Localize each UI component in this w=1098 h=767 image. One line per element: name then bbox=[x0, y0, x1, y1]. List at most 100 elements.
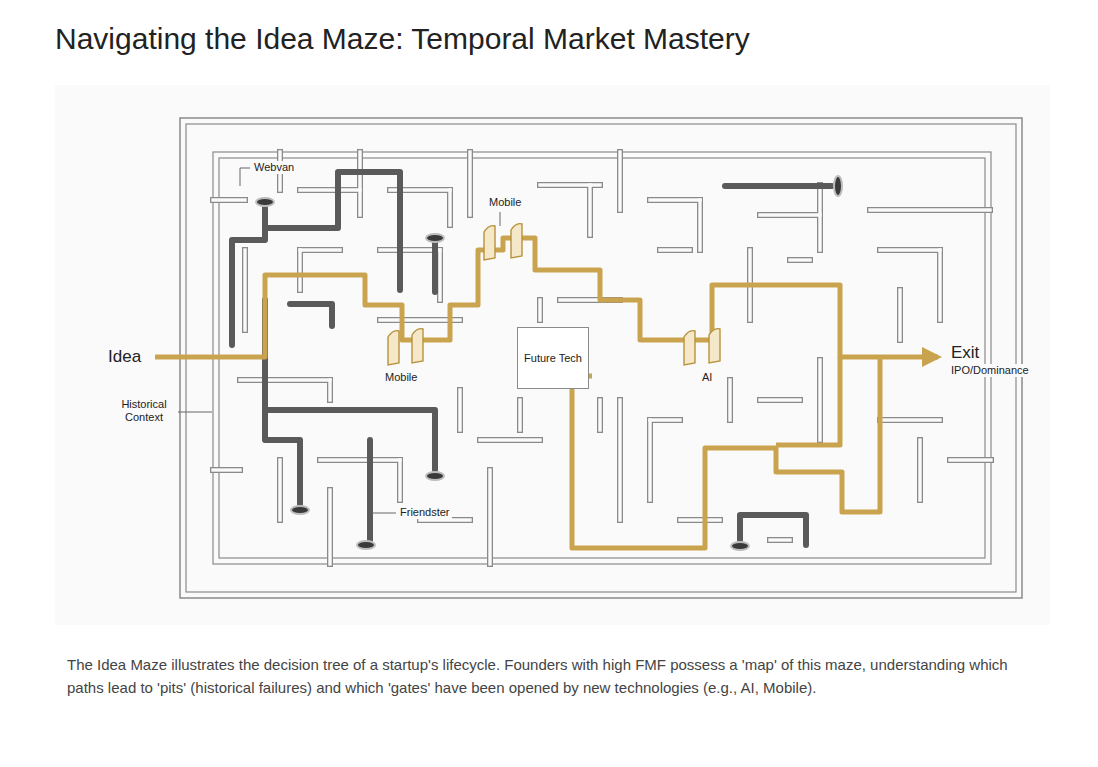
maze-wall bbox=[618, 152, 621, 210]
maze-wall bbox=[698, 200, 701, 250]
maze-wall bbox=[300, 248, 340, 251]
pit bbox=[291, 506, 309, 514]
gate bbox=[511, 224, 522, 258]
maze-wall bbox=[298, 250, 301, 290]
maze-wall bbox=[598, 400, 601, 430]
maze-wall bbox=[320, 458, 400, 461]
maze-wall bbox=[380, 248, 440, 251]
maze-wall bbox=[588, 185, 591, 235]
maze-label: Exit bbox=[949, 343, 981, 363]
dead-end-path bbox=[725, 183, 832, 189]
maze-wall bbox=[817, 360, 823, 440]
gate bbox=[388, 331, 399, 365]
dead-end-path bbox=[265, 410, 435, 470]
maze-wall bbox=[327, 490, 333, 564]
maze-wall bbox=[870, 207, 990, 213]
maze-wall bbox=[898, 290, 901, 340]
maze-wall bbox=[487, 470, 493, 564]
maze-wall bbox=[538, 300, 541, 320]
dead-end-path bbox=[740, 515, 806, 545]
maze-wall bbox=[587, 185, 593, 235]
maze-wall bbox=[213, 197, 245, 203]
maze-wall bbox=[480, 438, 540, 441]
maze-wall bbox=[243, 250, 246, 330]
maze-wall bbox=[328, 490, 331, 564]
maze-wall bbox=[790, 257, 810, 263]
maze-label: Mobile bbox=[487, 196, 523, 209]
maze-wall bbox=[760, 213, 820, 216]
maze-wall bbox=[480, 437, 540, 443]
maze-wall bbox=[518, 400, 521, 430]
maze-wall bbox=[897, 290, 903, 340]
maze-label: Friendster bbox=[398, 506, 452, 519]
maze-wall bbox=[517, 400, 523, 430]
maze-wall bbox=[300, 247, 340, 253]
maze-wall bbox=[760, 398, 800, 401]
maze-wall bbox=[950, 457, 991, 463]
maze-wall bbox=[240, 378, 330, 381]
maze-wall bbox=[537, 300, 543, 320]
dead-end-path bbox=[232, 208, 265, 345]
pit bbox=[357, 541, 375, 549]
maze-wall bbox=[648, 420, 651, 500]
maze-wall bbox=[727, 380, 733, 420]
maze-wall bbox=[660, 248, 690, 251]
image-panel bbox=[55, 85, 1050, 625]
node-text: Future Tech bbox=[524, 352, 582, 365]
maze-wall bbox=[760, 212, 820, 218]
maze-wall bbox=[770, 538, 790, 541]
maze-wall bbox=[880, 248, 940, 251]
maze-wall bbox=[618, 400, 621, 520]
maze-wall bbox=[917, 440, 923, 500]
maze-wall bbox=[488, 470, 491, 564]
caption: The Idea Maze illustrates the decision t… bbox=[67, 653, 1027, 699]
pit bbox=[426, 472, 444, 480]
maze-wall bbox=[213, 198, 245, 201]
maze-wall bbox=[300, 188, 360, 191]
maze-wall bbox=[240, 377, 330, 383]
maze-wall bbox=[213, 467, 240, 473]
pit bbox=[834, 176, 842, 196]
maze-wall bbox=[680, 518, 720, 521]
maze-wall bbox=[617, 152, 623, 210]
maze-wall bbox=[447, 190, 453, 225]
gate bbox=[484, 226, 495, 260]
dead-end-paths bbox=[232, 172, 842, 550]
maze-wall bbox=[380, 247, 440, 253]
success-path bbox=[776, 357, 840, 445]
maze-wall bbox=[660, 247, 690, 253]
maze-wall bbox=[242, 250, 248, 330]
maze-wall bbox=[458, 390, 461, 430]
leader-line bbox=[500, 212, 501, 226]
dead-end-path bbox=[265, 172, 400, 290]
maze-wall bbox=[647, 420, 653, 500]
maze-wall bbox=[358, 152, 361, 215]
center-box: Future Tech bbox=[517, 327, 589, 389]
maze-label: Webvan bbox=[252, 161, 296, 174]
maze-wall bbox=[697, 200, 703, 250]
maze-wall bbox=[468, 152, 471, 215]
maze-label: IPO/Dominance bbox=[949, 364, 1031, 377]
maze-wall bbox=[870, 208, 990, 211]
maze-wall bbox=[213, 468, 240, 471]
maze-wall bbox=[457, 390, 463, 430]
maze-wall bbox=[650, 197, 700, 203]
gate bbox=[709, 329, 720, 363]
leader-line bbox=[372, 513, 396, 514]
success-paths bbox=[155, 238, 938, 548]
maze-wall bbox=[278, 460, 281, 520]
dead-end-path bbox=[265, 300, 300, 504]
maze-wall bbox=[320, 457, 400, 463]
maze-wall bbox=[448, 190, 451, 225]
maze-wall bbox=[680, 517, 720, 523]
maze-wall bbox=[297, 250, 303, 290]
maze-wall bbox=[790, 258, 810, 261]
maze-wall bbox=[467, 152, 473, 215]
maze-label: Idea bbox=[106, 347, 143, 367]
maze-wall bbox=[728, 380, 731, 420]
pit bbox=[731, 542, 749, 550]
maze-wall bbox=[650, 418, 680, 421]
maze-wall bbox=[950, 458, 991, 461]
gate bbox=[412, 329, 423, 363]
maze-wall bbox=[880, 247, 940, 253]
